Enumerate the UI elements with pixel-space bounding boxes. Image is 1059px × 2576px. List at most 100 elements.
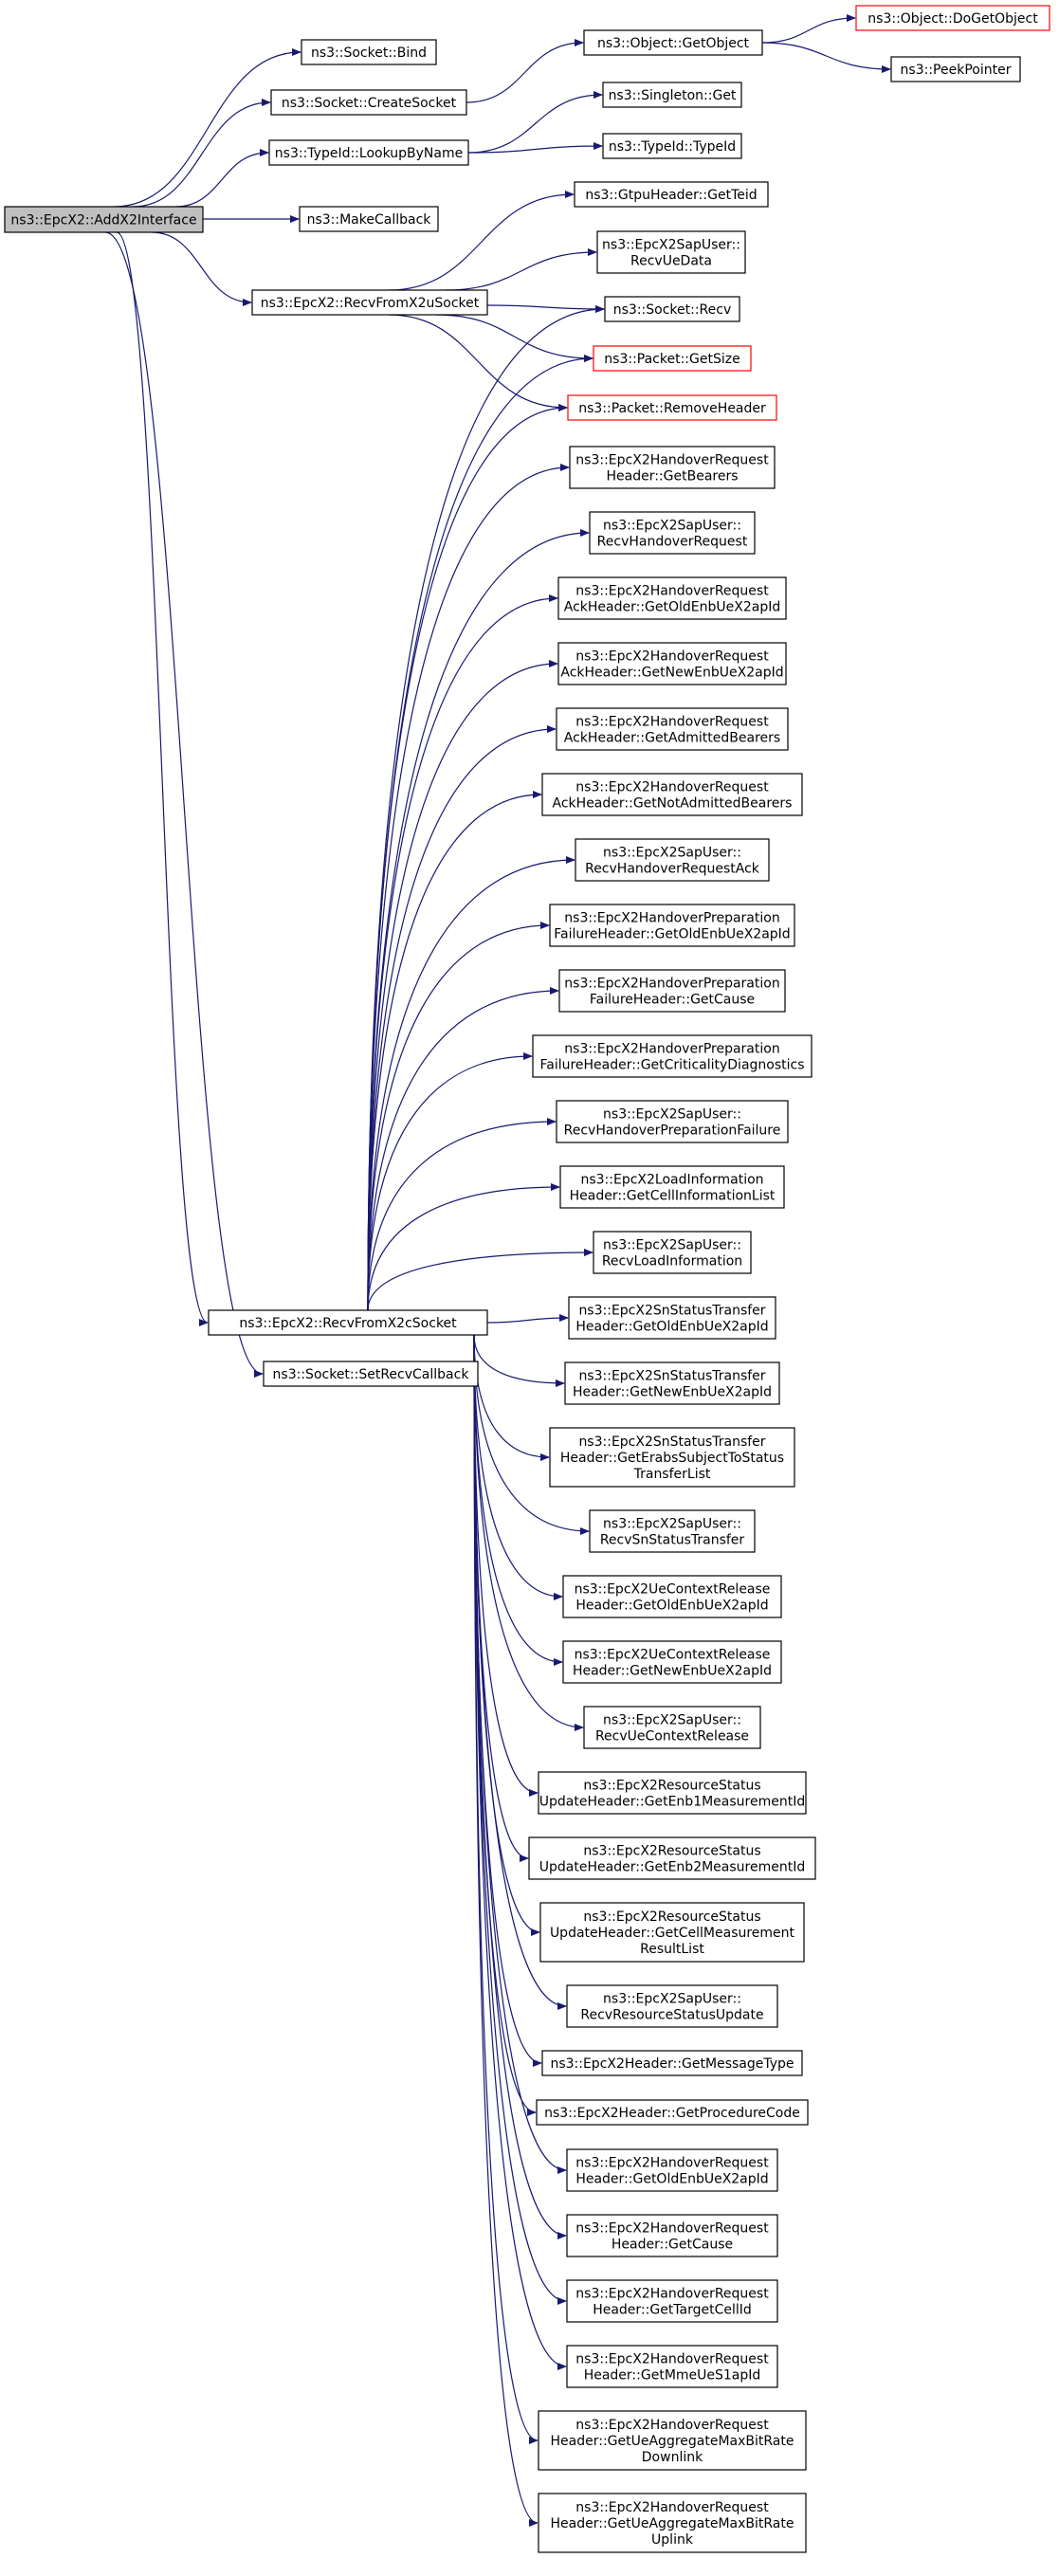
node-box (208, 1309, 488, 1336)
node-recv-x2c[interactable]: ns3::EpcX2::RecvFromX2cSocket (208, 1309, 488, 1336)
node-label: ns3::Object::DoGetObject (867, 11, 1038, 27)
node-sock-recv[interactable]: ns3::Socket::Recv (604, 296, 740, 322)
node-box (562, 1640, 782, 1684)
node-obj-doget[interactable]: ns3::Object::DoGetObject (855, 5, 1050, 31)
call-edge-typeid_lookup-to-singleton_get (467, 91, 603, 154)
node-n10[interactable]: ns3::EpcX2HandoverPreparationFailureHead… (532, 1034, 813, 1078)
node-box (536, 2099, 809, 2126)
call-edge-recv_x2c-to-n20 (473, 1334, 584, 1731)
node-box (268, 139, 469, 166)
node-set-recv-cb[interactable]: ns3::Socket::SetRecvCallback (263, 1361, 479, 1387)
node-box (549, 1427, 795, 1488)
node-n28[interactable]: ns3::EpcX2HandoverRequestHeader::GetCaus… (566, 2214, 778, 2257)
node-label: ns3::EpcX2HandoverRequest (575, 780, 769, 795)
node-label: ns3::EpcX2HandoverRequest (575, 584, 769, 599)
node-label: ns3::EpcX2HandoverRequest (575, 649, 769, 665)
node-n22[interactable]: ns3::EpcX2ResourceStatusUpdateHeader::Ge… (528, 1836, 816, 1880)
node-box (538, 2410, 807, 2471)
node-box (556, 707, 789, 751)
node-label: ns3::EpcX2UeContextRelease (575, 1648, 771, 1663)
node-label: ns3::EpcX2Header::GetMessageType (550, 2056, 794, 2072)
node-label: ns3::EpcX2HandoverRequest (575, 2500, 769, 2515)
node-n4[interactable]: ns3::EpcX2HandoverRequestAckHeader::GetN… (557, 642, 787, 685)
node-label: RecvSnStatusTransfer (600, 1533, 745, 1548)
node-label: ns3::PeekPointer (901, 63, 1012, 78)
node-box (593, 345, 752, 372)
node-n29[interactable]: ns3::EpcX2HandoverRequestHeader::GetTarg… (566, 2279, 778, 2323)
node-box (528, 1836, 816, 1880)
node-n14[interactable]: ns3::EpcX2SnStatusTransferHeader::GetOld… (568, 1296, 776, 1340)
node-box (549, 904, 795, 947)
node-box (562, 1575, 782, 1618)
node-label: ns3::EpcX2Header::GetProcedureCode (544, 2106, 800, 2121)
call-edge-recv_x2u-to-gtpu_teid (388, 191, 575, 291)
node-n17[interactable]: ns3::EpcX2SapUser::RecvSnStatusTransfer (589, 1509, 756, 1553)
node-sock-create[interactable]: ns3::Socket::CreateSocket (270, 89, 467, 116)
node-n3[interactable]: ns3::EpcX2HandoverRequestAckHeader::GetO… (557, 576, 787, 620)
node-n20[interactable]: ns3::EpcX2SapUser::RecvUeContextRelease (583, 1706, 761, 1749)
call-edge-recv_x2c-to-n21 (473, 1334, 539, 1797)
node-root[interactable]: ns3::EpcX2::AddX2Interface (4, 206, 204, 233)
node-sap-recvue[interactable]: ns3::EpcX2SapUser::RecvUeData (596, 230, 746, 274)
node-n32[interactable]: ns3::EpcX2HandoverRequestHeader::GetUeAg… (538, 2493, 807, 2553)
node-label: Header::GetUeAggregateMaxBitRate (551, 2434, 794, 2449)
node-n24[interactable]: ns3::EpcX2SapUser::RecvResourceStatusUpd… (566, 1984, 778, 2028)
call-edge-recv_x2c-to-n12 (367, 1183, 560, 1311)
node-label: AckHeader::GetOldEnbUeX2apId (564, 600, 781, 615)
node-typeid-lookup[interactable]: ns3::TypeId::LookupByName (268, 139, 469, 166)
node-n6[interactable]: ns3::EpcX2HandoverRequestAckHeader::GetN… (541, 773, 803, 816)
node-box (566, 2214, 778, 2257)
node-box (532, 1034, 813, 1078)
node-n13[interactable]: ns3::EpcX2SapUser::RecvLoadInformation (593, 1231, 752, 1274)
node-pkt-getsize[interactable]: ns3::Packet::GetSize (593, 345, 752, 372)
node-n5[interactable]: ns3::EpcX2HandoverRequestAckHeader::GetA… (556, 707, 789, 751)
node-box (251, 289, 488, 316)
node-n31[interactable]: ns3::EpcX2HandoverRequestHeader::GetUeAg… (538, 2410, 807, 2471)
node-n2[interactable]: ns3::EpcX2SapUser::RecvHandoverRequest (589, 511, 756, 555)
call-edge-recv_x2c-to-n8 (367, 922, 550, 1311)
node-n7[interactable]: ns3::EpcX2SapUser::RecvHandoverRequestAc… (575, 838, 770, 882)
node-n23[interactable]: ns3::EpcX2ResourceStatusUpdateHeader::Ge… (539, 1902, 805, 1963)
node-n8[interactable]: ns3::EpcX2HandoverPreparationFailureHead… (549, 904, 795, 947)
node-n18[interactable]: ns3::EpcX2UeContextReleaseHeader::GetOld… (562, 1575, 782, 1618)
node-n21[interactable]: ns3::EpcX2ResourceStatusUpdateHeader::Ge… (538, 1771, 807, 1815)
node-label: ns3::EpcX2ResourceStatus (583, 1844, 760, 1859)
call-edge-recv_x2c-to-n9 (367, 987, 559, 1311)
node-layer: ns3::EpcX2::AddX2Interface ns3::Socket::B… (4, 5, 1050, 2553)
call-edge-sock_create-to-obj_getobject (466, 39, 584, 103)
node-n16[interactable]: ns3::EpcX2SnStatusTransferHeader::GetEra… (549, 1427, 795, 1488)
node-peek-ptr[interactable]: ns3::PeekPointer (890, 56, 1021, 82)
call-edge-root-to-set_recv_cb (104, 231, 264, 1378)
node-box (301, 39, 437, 65)
node-sock-bind[interactable]: ns3::Socket::Bind (301, 39, 437, 65)
call-edge-recv_x2c-to-n7 (367, 856, 575, 1311)
node-label: AckHeader::GetNotAdmittedBearers (553, 796, 793, 812)
node-box (575, 838, 770, 882)
node-box (567, 394, 777, 421)
node-box (583, 29, 763, 56)
node-typeid-typeid[interactable]: ns3::TypeId::TypeId (602, 133, 742, 159)
node-make-cb[interactable]: ns3::MakeCallback (299, 206, 439, 232)
node-n12[interactable]: ns3::EpcX2LoadInformationHeader::GetCell… (559, 1165, 785, 1209)
node-obj-getobject[interactable]: ns3::Object::GetObject (583, 29, 763, 56)
node-pkt-remove[interactable]: ns3::Packet::RemoveHeader (567, 394, 777, 421)
node-label: ns3::EpcX2HandoverRequest (575, 2221, 769, 2237)
call-edge-recv_x2c-to-n3 (367, 594, 558, 1311)
node-n15[interactable]: ns3::EpcX2SnStatusTransferHeader::GetNew… (564, 1361, 780, 1405)
node-n9[interactable]: ns3::EpcX2HandoverPreparationFailureHead… (558, 969, 786, 1013)
call-edge-obj_getobject-to-obj_doget (761, 14, 856, 44)
node-n30[interactable]: ns3::EpcX2HandoverRequestHeader::GetMmeU… (566, 2345, 778, 2388)
node-label: Header::GetOldEnbUeX2apId (575, 1320, 768, 1335)
node-box (541, 773, 803, 816)
node-box (589, 511, 756, 555)
node-n1[interactable]: ns3::EpcX2HandoverRequestHeader::GetBear… (569, 446, 776, 489)
node-n26[interactable]: ns3::EpcX2Header::GetProcedureCode (536, 2099, 809, 2126)
node-label: Header::GetErabsSubjectToStatus (560, 1451, 784, 1466)
node-gtpu-teid[interactable]: ns3::GtpuHeader::GetTeid (574, 181, 769, 208)
node-singleton-get[interactable]: ns3::Singleton::Get (602, 82, 742, 108)
node-n27[interactable]: ns3::EpcX2HandoverRequestHeader::GetOldE… (566, 2148, 778, 2192)
node-n25[interactable]: ns3::EpcX2Header::GetMessageType (541, 2050, 803, 2076)
node-n19[interactable]: ns3::EpcX2UeContextReleaseHeader::GetNew… (562, 1640, 782, 1684)
node-n11[interactable]: ns3::EpcX2SapUser::RecvHandoverPreparati… (556, 1100, 789, 1143)
node-recv-x2u[interactable]: ns3::EpcX2::RecvFromX2uSocket (251, 289, 488, 316)
